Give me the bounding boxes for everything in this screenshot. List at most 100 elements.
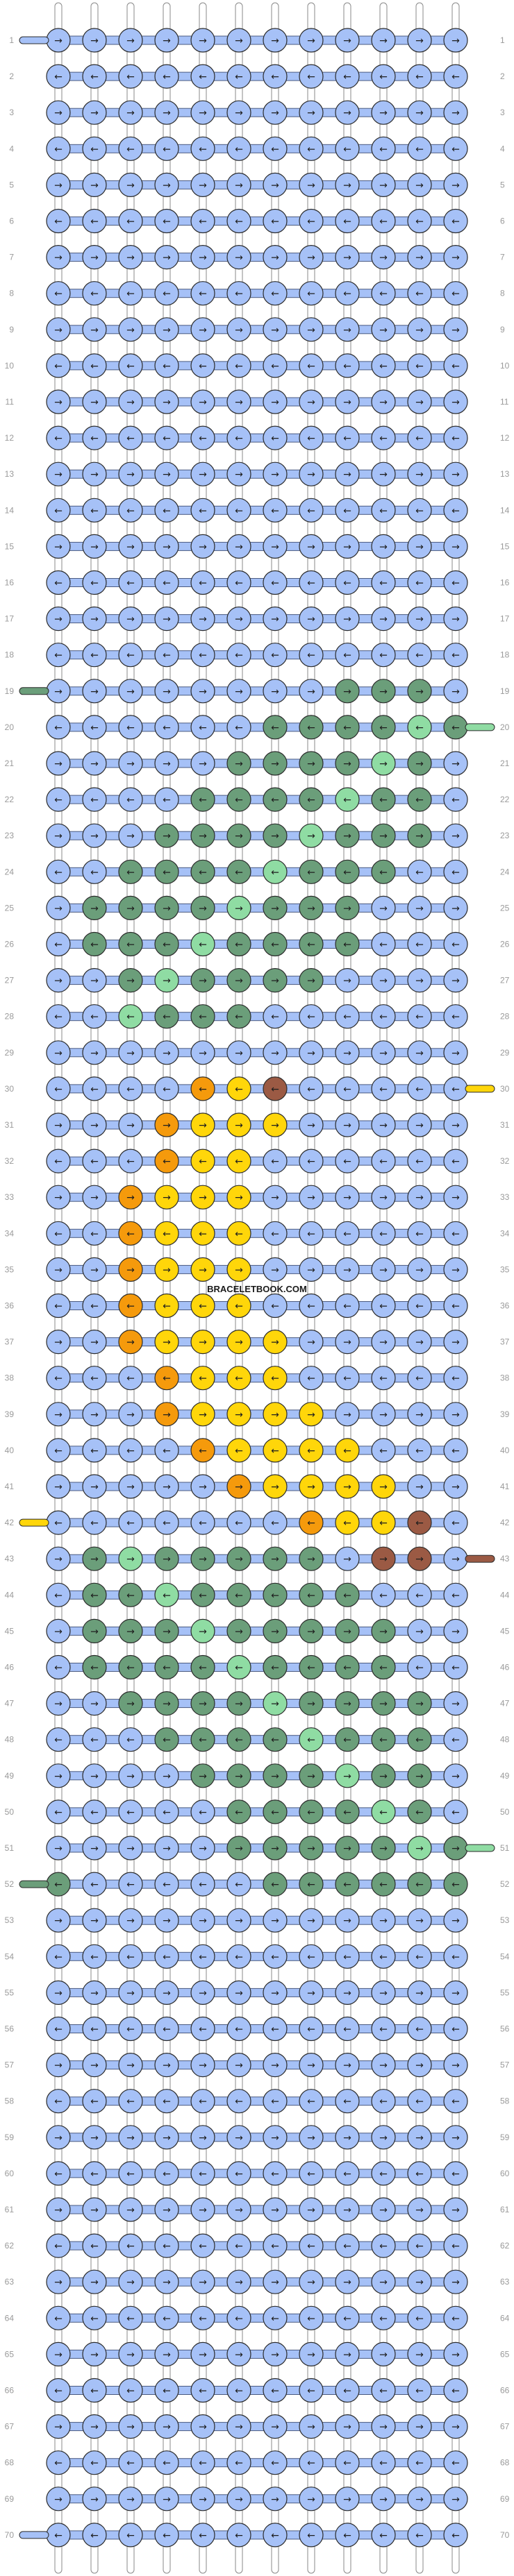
- knot: ←: [443, 1944, 468, 1969]
- knot: →: [335, 1691, 360, 1716]
- knot: ←: [46, 2450, 71, 2475]
- right-arrow-icon: →: [163, 1988, 171, 1999]
- knot: ←: [118, 1076, 143, 1101]
- left-arrow-icon: ←: [199, 2096, 207, 2108]
- knot-circle: [407, 172, 432, 197]
- knot: →: [443, 2486, 468, 2511]
- knot: ←: [407, 1799, 432, 1824]
- knot: ←: [443, 1654, 468, 1680]
- knot-circle: [299, 172, 324, 197]
- right-arrow-icon: →: [307, 1048, 315, 1059]
- knot-circle: [407, 2523, 432, 2548]
- knot-circle: [190, 1727, 215, 1752]
- knot-circle: [46, 172, 71, 197]
- knot-circle: [371, 389, 396, 414]
- knot-circle: [154, 1293, 179, 1319]
- knot-circle: [263, 2125, 288, 2150]
- knot: →: [226, 1691, 251, 1716]
- left-arrow-icon: ←: [415, 2313, 424, 2324]
- left-arrow-icon: ←: [271, 1590, 279, 1601]
- right-arrow-icon: →: [199, 1771, 207, 1782]
- knot-circle: [299, 64, 324, 89]
- right-arrow-icon: →: [271, 1409, 279, 1421]
- knot: →: [299, 1691, 324, 1716]
- knot-circle: [190, 1944, 215, 1969]
- left-arrow-icon: ←: [235, 795, 243, 806]
- knot: ←: [154, 136, 179, 161]
- knot: →: [263, 2197, 288, 2222]
- knot: ←: [118, 1654, 143, 1680]
- knot: ←: [443, 281, 468, 306]
- right-arrow-icon: →: [90, 903, 99, 914]
- right-arrow-icon: →: [90, 2349, 99, 2360]
- knot-circle: [335, 2197, 360, 2222]
- left-arrow-icon: ←: [163, 1373, 171, 1384]
- row-label-left: 35: [5, 1264, 15, 1274]
- knot: →: [118, 1402, 143, 1427]
- knot: ←: [371, 136, 396, 161]
- knot-circle: [443, 1727, 468, 1752]
- left-arrow-icon: ←: [90, 505, 99, 516]
- right-arrow-icon: →: [451, 2205, 460, 2216]
- knot: ←: [335, 1221, 360, 1246]
- knot: →: [118, 1691, 143, 1716]
- knot-circle: [299, 2233, 324, 2258]
- knot-circle: [82, 317, 107, 342]
- knot-circle: [371, 2016, 396, 2042]
- knot: ←: [226, 2089, 251, 2114]
- left-arrow-icon: ←: [343, 1301, 351, 1312]
- right-arrow-icon: →: [343, 2349, 351, 2360]
- left-arrow-icon: ←: [90, 1663, 99, 1674]
- knot: ←: [154, 1944, 179, 1969]
- left-arrow-icon: ←: [90, 2169, 99, 2180]
- knot: →: [371, 1040, 396, 1065]
- knot-circle: [299, 1004, 324, 1029]
- knot: →: [154, 679, 179, 704]
- row-label-left: 14: [5, 505, 15, 515]
- left-arrow-icon: ←: [451, 1012, 460, 1023]
- left-arrow-icon: ←: [199, 1518, 207, 1529]
- knot-circle: [226, 2053, 251, 2078]
- knot-circle: [190, 2305, 215, 2330]
- left-arrow-icon: ←: [379, 433, 388, 444]
- knot-circle: [407, 534, 432, 559]
- knot: ←: [263, 353, 288, 378]
- left-arrow-icon: ←: [126, 650, 135, 661]
- knot-circle: [46, 1257, 71, 1282]
- knot: →: [407, 823, 432, 848]
- knot-circle: [299, 136, 324, 161]
- left-arrow-icon: ←: [235, 1301, 243, 1312]
- left-arrow-icon: ←: [379, 1590, 388, 1601]
- left-arrow-icon: ←: [451, 2169, 460, 2180]
- knot-circle: [118, 28, 143, 53]
- right-arrow-icon: →: [343, 1988, 351, 1999]
- left-arrow-icon: ←: [54, 722, 63, 734]
- left-arrow-icon: ←: [307, 1012, 315, 1023]
- knot: ←: [118, 787, 143, 812]
- knot-circle: [118, 1691, 143, 1716]
- left-arrow-icon: ←: [235, 1951, 243, 1963]
- knot: →: [46, 2414, 71, 2439]
- right-arrow-icon: →: [126, 2422, 135, 2433]
- right-arrow-icon: →: [90, 1988, 99, 1999]
- right-arrow-icon: →: [199, 1482, 207, 1493]
- right-arrow-icon: →: [379, 1337, 388, 1348]
- thread-string: [126, 2, 135, 2574]
- right-arrow-icon: →: [415, 1988, 424, 1999]
- knot-circle: [443, 2053, 468, 2078]
- knot: →: [190, 967, 215, 993]
- knot: ←: [263, 931, 288, 957]
- knot: →: [263, 1546, 288, 1571]
- right-arrow-icon: →: [415, 686, 424, 697]
- knot: ←: [407, 1076, 432, 1101]
- left-arrow-icon: ←: [343, 2530, 351, 2541]
- left-arrow-icon: ←: [126, 71, 135, 83]
- left-arrow-icon: ←: [307, 71, 315, 83]
- right-arrow-icon: →: [451, 1482, 460, 1493]
- right-arrow-icon: →: [379, 831, 388, 842]
- knot-circle: [154, 2414, 179, 2439]
- row-label-left: 6: [9, 217, 14, 226]
- knot: ←: [46, 1510, 71, 1535]
- knot-circle: [263, 1944, 288, 1969]
- right-arrow-icon: →: [379, 1192, 388, 1203]
